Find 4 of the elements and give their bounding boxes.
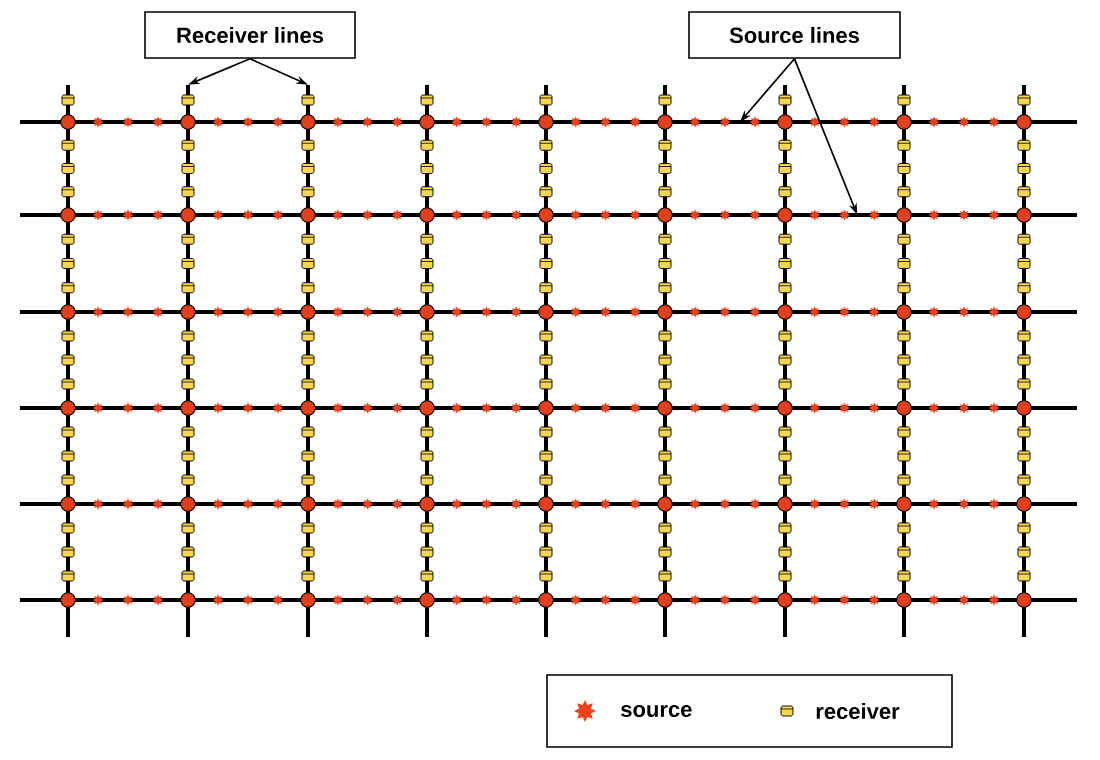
legend-label: receiver <box>816 702 900 720</box>
callout-box: Source lines <box>688 11 901 59</box>
legend-label: source <box>621 704 692 717</box>
callout-box: Receiver lines <box>144 11 356 59</box>
